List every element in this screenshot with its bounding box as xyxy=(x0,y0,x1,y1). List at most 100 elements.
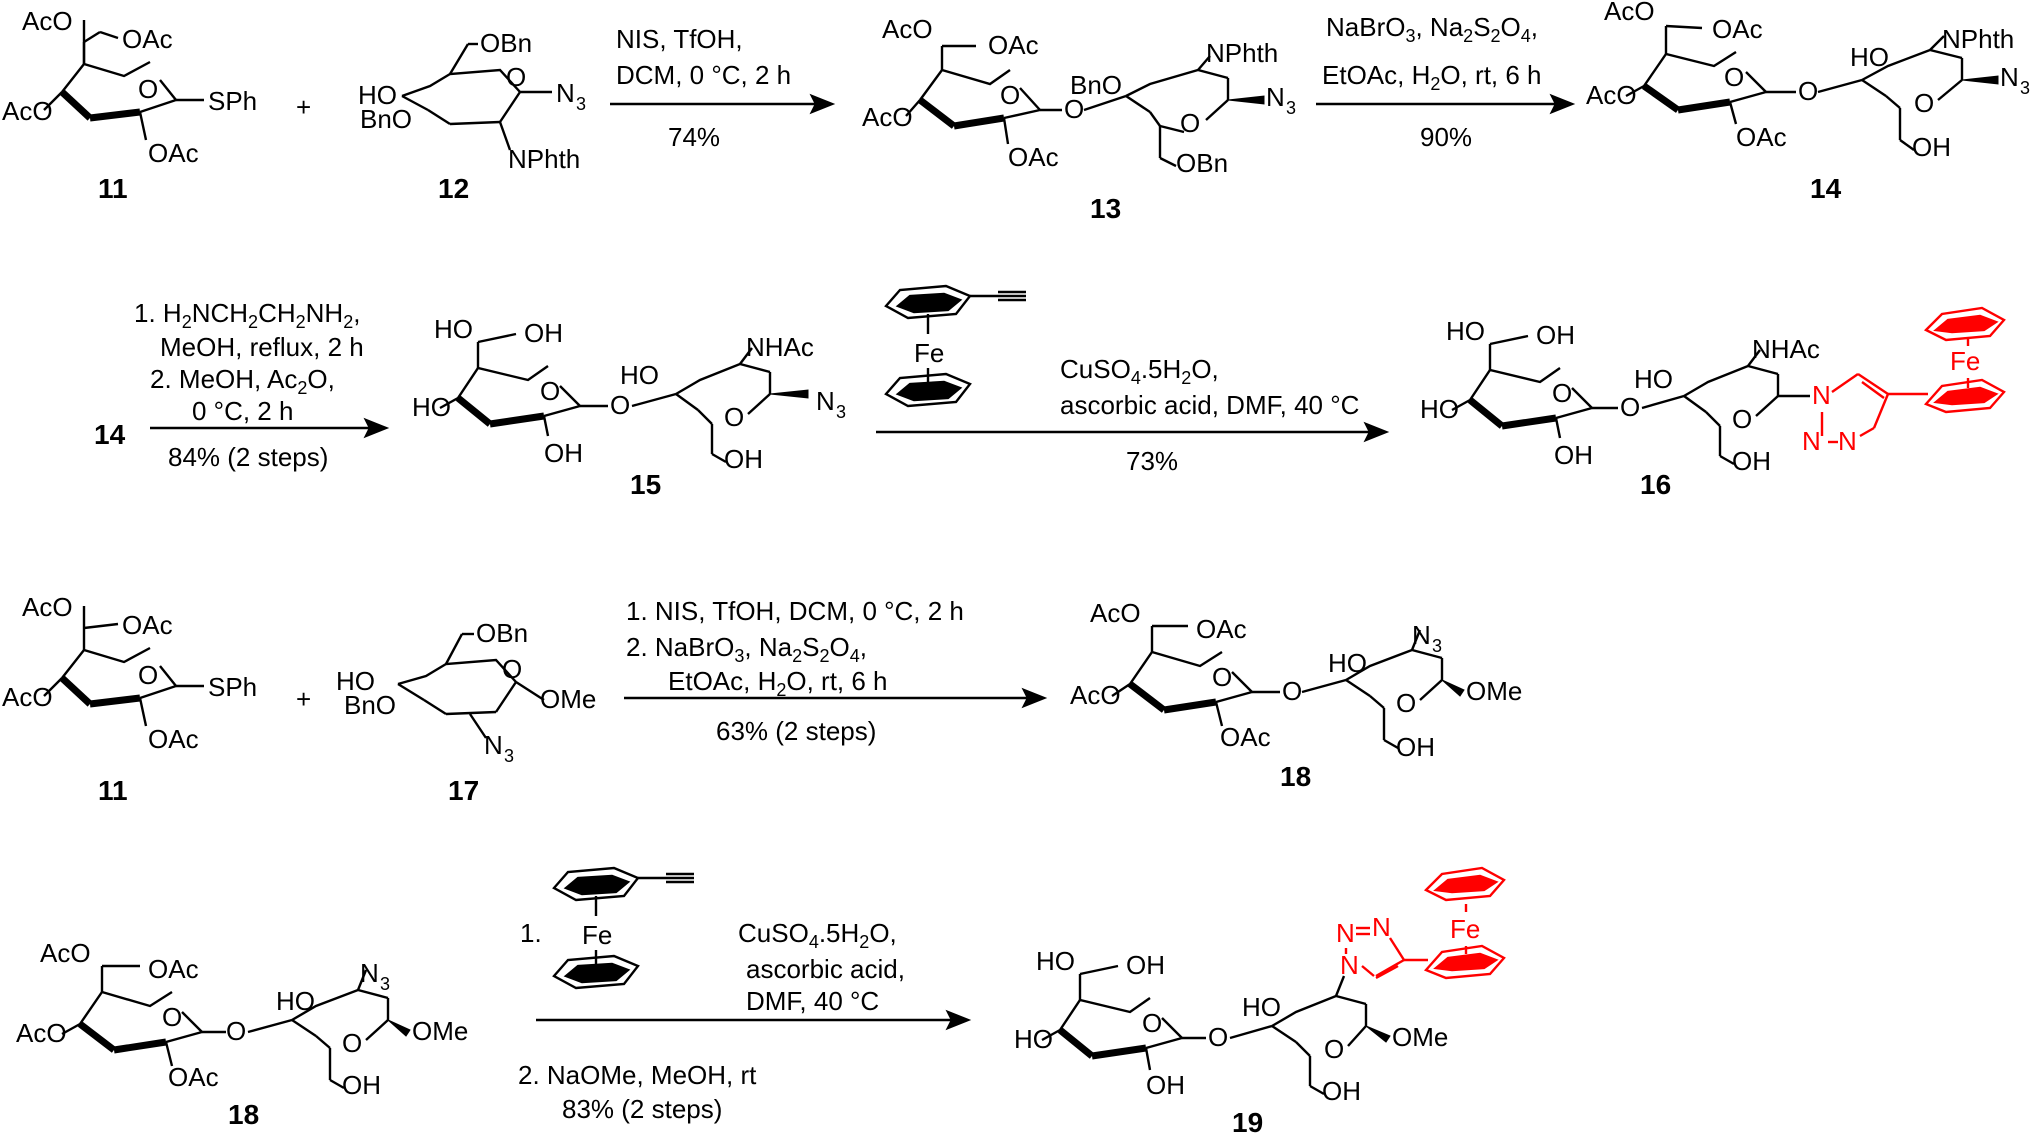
svg-text:OH: OH xyxy=(1536,320,1575,350)
svg-text:O: O xyxy=(1282,676,1302,706)
svg-text:HO: HO xyxy=(434,314,473,344)
compound-14-reactant-label: 14 xyxy=(94,419,126,450)
svg-text:N: N xyxy=(816,386,835,416)
svg-text:N: N xyxy=(1802,426,1821,456)
svg-text:N: N xyxy=(1372,912,1391,942)
compound-17-structure: OBn O HO BnO OMe N 3 17 xyxy=(336,618,596,806)
svg-text:OMe: OMe xyxy=(1466,676,1522,706)
plus-sign: + xyxy=(296,92,311,122)
svg-text:OAc: OAc xyxy=(1196,614,1247,644)
reaction-arrow-1: NIS, TfOH, DCM, 0 °C, 2 h 74% xyxy=(610,24,836,152)
reaction-arrow-2: NaBrO3, Na2S2O4, EtOAc, H2O, rt, 6 h 90% xyxy=(1316,12,1576,152)
svg-text:OBn: OBn xyxy=(1176,148,1228,178)
svg-text:OAc: OAc xyxy=(1736,122,1787,152)
svg-text:O: O xyxy=(1620,392,1640,422)
svg-text:1. H2NCH2CH2NH2,: 1. H2NCH2CH2NH2, xyxy=(134,298,360,332)
svg-text:AcO: AcO xyxy=(2,96,53,126)
compound-11b-structure: AcO OAc O SPh AcO OAc 11 xyxy=(2,592,257,806)
svg-text:HO: HO xyxy=(1242,992,1281,1022)
svg-text:O: O xyxy=(1798,76,1818,106)
svg-text:N: N xyxy=(1340,950,1359,980)
svg-text:OBn: OBn xyxy=(480,28,532,58)
svg-text:N: N xyxy=(484,730,503,760)
svg-text:O: O xyxy=(1142,1008,1162,1038)
svg-text:NHAc: NHAc xyxy=(1752,334,1820,364)
svg-text:14: 14 xyxy=(94,419,126,450)
compound-19-structure: HO OH O O HO OH HO O OMe OH N N N xyxy=(1014,866,1506,1138)
svg-text:O: O xyxy=(610,390,630,420)
reaction-arrow-5: 1. NIS, TfOH, DCM, 0 °C, 2 h 2. NaBrO3, … xyxy=(624,596,1048,746)
svg-text:OAc: OAc xyxy=(122,24,173,54)
svg-text:OH: OH xyxy=(1126,950,1165,980)
compound-label-17: 17 xyxy=(448,775,479,806)
compound-16-structure: HO OH O O HO OH HO O NHAc OH N xyxy=(1420,306,2006,500)
svg-text:1.: 1. xyxy=(520,918,542,948)
svg-text:AcO: AcO xyxy=(862,102,913,132)
svg-text:OAc: OAc xyxy=(122,610,173,640)
svg-text:CuSO4.5H2O,: CuSO4.5H2O, xyxy=(738,918,897,952)
compound-13-structure: AcO OAc O O AcO OAc BnO O NPhth N 3 OBn … xyxy=(862,14,1296,224)
svg-text:OH: OH xyxy=(1732,446,1771,476)
svg-text:OH: OH xyxy=(724,444,763,474)
svg-text:DCM, 0 °C, 2 h: DCM, 0 °C, 2 h xyxy=(616,60,791,90)
svg-text:ascorbic acid,: ascorbic acid, xyxy=(746,954,905,984)
svg-text:74%: 74% xyxy=(668,122,720,152)
svg-text:OH: OH xyxy=(342,1070,381,1100)
triazole-ferrocene-19: N N N Fe xyxy=(1336,866,1506,980)
svg-text:SPh: SPh xyxy=(208,672,257,702)
svg-text:HO: HO xyxy=(1036,946,1075,976)
svg-text:CuSO4.5H2O,: CuSO4.5H2O, xyxy=(1060,354,1219,388)
svg-text:O: O xyxy=(1552,378,1572,408)
svg-text:3: 3 xyxy=(2020,78,2030,98)
reaction-arrow-3: 1. H2NCH2CH2NH2, MeOH, reflux, 2 h 2. Me… xyxy=(134,298,390,472)
svg-text:N: N xyxy=(1266,82,1285,112)
svg-text:0 °C, 2 h: 0 °C, 2 h xyxy=(192,396,293,426)
svg-text:O: O xyxy=(138,74,158,104)
svg-text:N: N xyxy=(2000,62,2019,92)
svg-text:O: O xyxy=(226,1016,246,1046)
reaction-arrow-6: 1. Fe CuSO4.5H2O, ascorbic acid, DMF, 40… xyxy=(518,866,972,1124)
svg-text:AcO: AcO xyxy=(1604,0,1655,26)
svg-text:HO: HO xyxy=(1446,316,1485,346)
svg-text:O: O xyxy=(724,402,744,432)
svg-text:MeOH, reflux, 2 h: MeOH, reflux, 2 h xyxy=(160,332,364,362)
svg-text:AcO: AcO xyxy=(22,592,73,622)
svg-text:83% (2 steps): 83% (2 steps) xyxy=(562,1094,722,1124)
compound-label-18b: 18 xyxy=(228,1099,259,1130)
svg-text:OAc: OAc xyxy=(1008,142,1059,172)
svg-text:O: O xyxy=(1064,94,1084,124)
svg-text:HO: HO xyxy=(276,986,315,1016)
svg-text:AcO: AcO xyxy=(40,938,91,968)
svg-text:OMe: OMe xyxy=(412,1016,468,1046)
compound-label-15: 15 xyxy=(630,469,661,500)
svg-text:AcO: AcO xyxy=(1090,598,1141,628)
reaction-arrow-4: Fe CuSO4.5H2O, ascorbic acid, DMF, 40 °C… xyxy=(876,284,1390,476)
svg-text:2. MeOH, Ac2O,: 2. MeOH, Ac2O, xyxy=(150,364,335,398)
svg-text:N: N xyxy=(1336,918,1355,948)
svg-text:OAc: OAc xyxy=(168,1062,219,1092)
svg-text:NPhth: NPhth xyxy=(508,144,580,174)
svg-text:90%: 90% xyxy=(1420,122,1472,152)
svg-text:HO: HO xyxy=(1014,1024,1053,1054)
compound-14-structure: AcO OAc O O AcO OAc HO O NPhth N 3 OH 14 xyxy=(1586,0,2030,204)
svg-text:3: 3 xyxy=(1286,98,1296,118)
compound-label-13: 13 xyxy=(1090,193,1121,224)
ethynylferrocene-reagent-2: Fe xyxy=(552,866,694,990)
compound-label-18: 18 xyxy=(1280,761,1311,792)
svg-text:HO: HO xyxy=(620,360,659,390)
svg-text:Fe: Fe xyxy=(1950,346,1980,376)
svg-text:O: O xyxy=(1000,80,1020,110)
svg-text:O: O xyxy=(342,1028,362,1058)
svg-text:AcO: AcO xyxy=(1586,80,1637,110)
svg-text:OH: OH xyxy=(1146,1070,1185,1100)
svg-text:63% (2 steps): 63% (2 steps) xyxy=(716,716,876,746)
svg-text:OAc: OAc xyxy=(1712,14,1763,44)
svg-text:AcO: AcO xyxy=(882,14,933,44)
svg-text:AcO: AcO xyxy=(22,6,73,36)
svg-text:O: O xyxy=(1324,1034,1344,1064)
compound-label-16: 16 xyxy=(1640,469,1671,500)
svg-text:BnO: BnO xyxy=(1070,70,1122,100)
svg-text:OH: OH xyxy=(524,318,563,348)
svg-text:NPhth: NPhth xyxy=(1206,38,1278,68)
